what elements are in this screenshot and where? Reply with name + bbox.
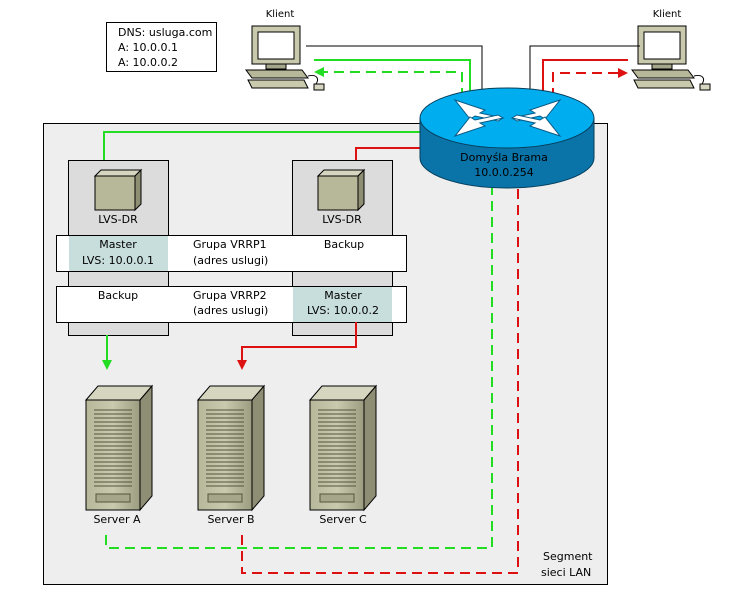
- client-right-label: Klient: [652, 9, 682, 20]
- dns-record-a1: A: 10.0.0.1: [118, 41, 179, 54]
- vrrp2-right-state: Master: [324, 289, 362, 302]
- vrrp1-group-desc: (adres uslugi): [193, 254, 269, 267]
- client-left-label: Klient: [265, 9, 295, 20]
- dns-record-a2: A: 10.0.0.2: [118, 56, 179, 69]
- dns-info-box: DNS: usluga.com A: 10.0.0.1 A: 10.0.0.2: [106, 22, 217, 72]
- green-path-client-to-router: [314, 59, 471, 98]
- client-right-icon: [631, 25, 711, 91]
- server-b-label: Server B: [207, 513, 255, 526]
- director-left-icon: [94, 169, 142, 211]
- segment-label-line1: Segment: [543, 550, 593, 563]
- link-client-right-router: [529, 45, 640, 95]
- green-path-server-return: [105, 182, 493, 549]
- vrrp2-group-label: Grupa VRRP2: [193, 289, 267, 302]
- vrrp1-group-label: Grupa VRRP1: [193, 238, 267, 251]
- red-path-router-to-director: [355, 147, 420, 160]
- router-ip: 10.0.0.254: [474, 166, 534, 179]
- server-c-icon: [309, 385, 377, 511]
- vrrp2-group-desc: (adres uslugi): [193, 304, 269, 317]
- server-a-icon: [85, 385, 153, 511]
- vrrp2-left-state: Backup: [97, 289, 139, 302]
- red-path-client-to-router: [542, 59, 628, 98]
- router-name: Domyśla Brama: [460, 151, 548, 164]
- router-icon: [419, 87, 595, 189]
- red-path-server-return: [241, 182, 519, 574]
- server-b-icon: [197, 385, 265, 511]
- red-path-return-client: [552, 68, 628, 98]
- director-left-label: LVS-DR: [98, 213, 138, 226]
- vrrp1-left-ip: LVS: 10.0.0.1: [81, 254, 155, 267]
- segment-label-line2: sieci LAN: [541, 566, 592, 579]
- vrrp2-master-cell: [293, 287, 392, 322]
- server-c-label: Server C: [319, 513, 367, 526]
- dns-name: DNS: usluga.com: [118, 26, 213, 39]
- vrrp1-right-state: Backup: [323, 238, 365, 251]
- server-a-label: Server A: [93, 513, 141, 526]
- green-path-return-client: [314, 67, 463, 98]
- vrrp2-right-ip: LVS: 10.0.0.2: [306, 304, 380, 317]
- green-path-router-to-director: [103, 131, 420, 160]
- client-left-icon: [245, 25, 325, 91]
- director-right-label: LVS-DR: [322, 213, 362, 226]
- red-path-director-to-server: [237, 322, 357, 370]
- vrrp1-backup-cell: [293, 236, 392, 271]
- vrrp1-left-state: Master: [99, 238, 137, 251]
- director-right-icon: [317, 169, 365, 211]
- vrrp1-master-cell: [69, 236, 168, 271]
- link-client-left-router: [306, 45, 483, 95]
